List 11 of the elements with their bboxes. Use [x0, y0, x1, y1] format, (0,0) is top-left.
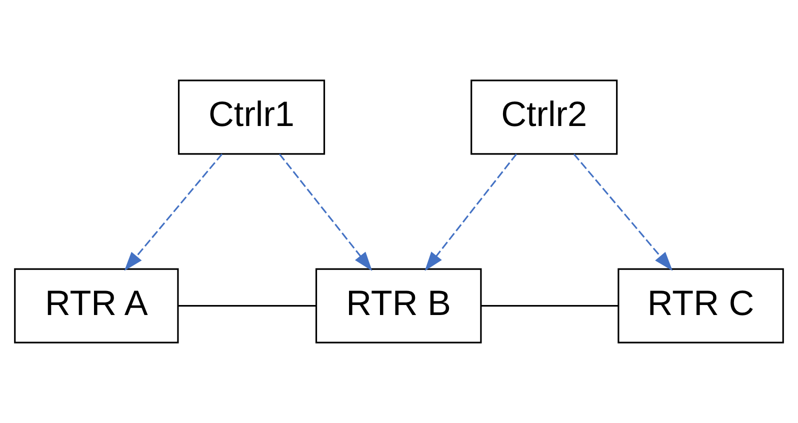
connector [481, 305, 618, 307]
arrow [573, 154, 673, 271]
arrow [124, 154, 223, 271]
node-box: RTR A [14, 268, 179, 344]
node-box: RTR B [315, 268, 482, 344]
node-box: RTR C [618, 268, 784, 344]
arrow [424, 154, 518, 271]
connector [178, 305, 316, 307]
node-box: Ctrlr2 [470, 80, 618, 155]
arrow [278, 154, 372, 271]
node-box: Ctrlr1 [178, 80, 326, 155]
